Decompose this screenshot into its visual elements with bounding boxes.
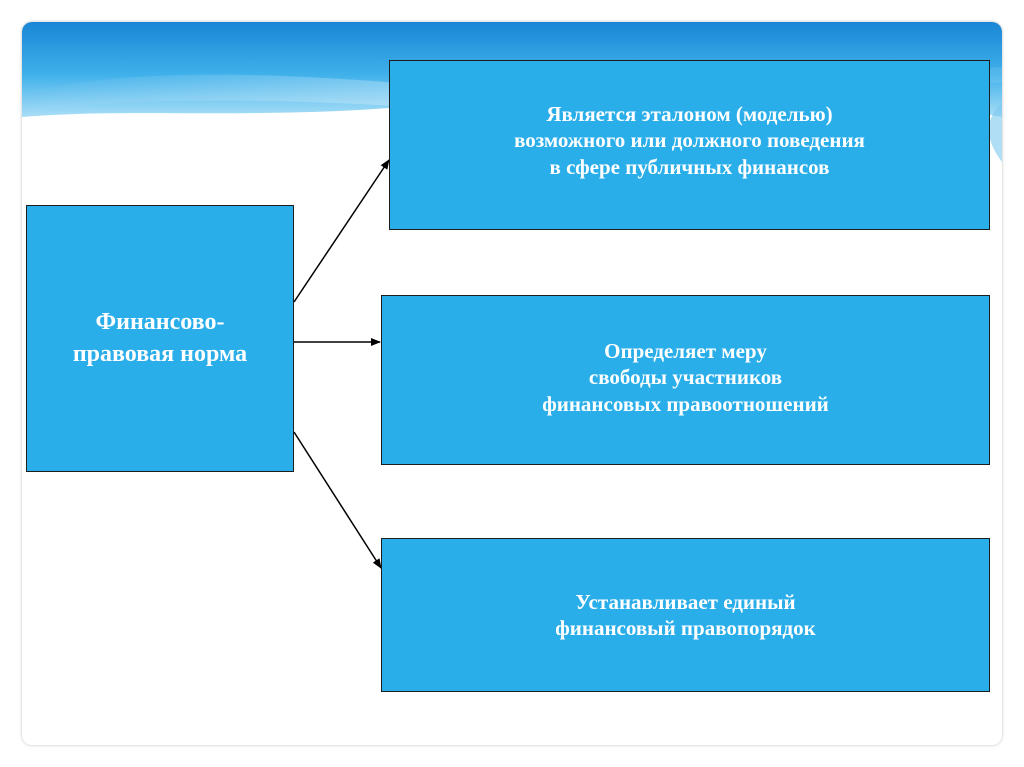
source-node-financial-legal-norm: Финансово- правовая норма xyxy=(26,205,294,472)
source-node-label: Финансово- правовая норма xyxy=(73,307,247,369)
target-node-label: Определяет меру свободы участников финан… xyxy=(542,338,829,417)
target-node-measure-of-freedom: Определяет меру свободы участников финан… xyxy=(381,295,990,465)
target-node-label: Является эталоном (моделью) возможного и… xyxy=(514,101,865,180)
target-node-standard-of-behavior: Является эталоном (моделью) возможного и… xyxy=(389,60,990,230)
target-node-unified-legal-order: Устанавливает единый финансовый правопор… xyxy=(381,538,990,692)
target-node-label: Устанавливает единый финансовый правопор… xyxy=(555,589,816,642)
